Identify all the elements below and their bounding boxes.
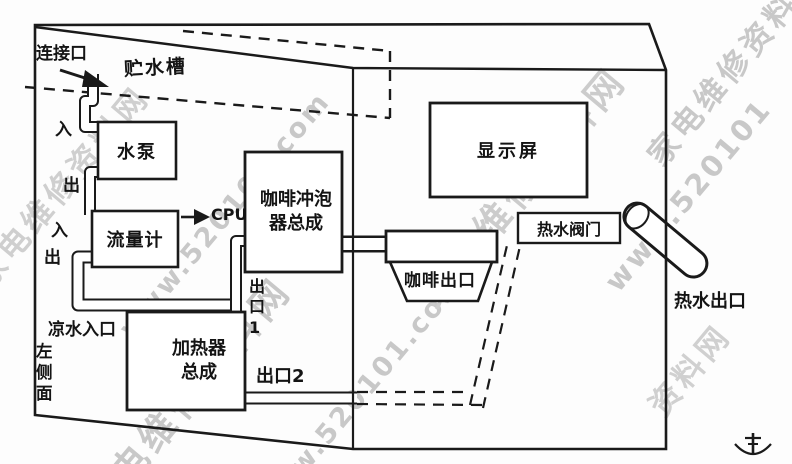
- brewer-label-line1: 咖啡冲泡: [260, 188, 332, 210]
- hot-water-outlet-label: 热水出口: [674, 291, 746, 312]
- coffee-outlet-label: 咖啡出口: [404, 271, 476, 291]
- coffee-outlet-funnel: [384, 229, 499, 303]
- display-screen-label: 显示屏: [477, 141, 540, 162]
- flow-meter-box: [90, 209, 180, 269]
- water-pump-box: [96, 120, 178, 181]
- pump-outlet-label: 出: [63, 176, 80, 196]
- display-screen-box: [428, 101, 589, 199]
- ground-symbol-icon: [734, 433, 772, 456]
- brewer-box: [243, 150, 344, 274]
- cold-water-inlet-label: 凉水入口: [48, 320, 116, 340]
- meter-inlet-label: 入: [51, 221, 68, 241]
- pipe-tank-to-pump: [79, 74, 101, 133]
- hot-water-valve-box: [516, 211, 622, 245]
- outlet2-label: 出口2: [256, 366, 305, 387]
- cpu-arrow-icon: [181, 209, 210, 225]
- cpu-label: CPU: [211, 205, 248, 224]
- brewer-label-line2: 器总成: [269, 213, 323, 234]
- water-tank-label: 贮水槽: [123, 55, 188, 81]
- hidden-pipe-dashed: [356, 240, 522, 409]
- cabinet-outline: [33, 22, 668, 451]
- heater-label-line1: 加热器: [172, 337, 226, 359]
- brewer-label: 咖啡冲泡 器总成: [253, 152, 339, 272]
- left-side-face-label: 左侧面: [36, 342, 53, 404]
- flow-meter-label: 流量计: [106, 230, 164, 251]
- heater-label-line2: 总成: [181, 362, 217, 383]
- outlet1-label: 出口1: [249, 277, 266, 337]
- hot-water-valve-label: 热水阀门: [536, 220, 601, 239]
- pump-inlet-label: 入: [55, 120, 72, 140]
- water-tank-dashed-outline: [24, 29, 392, 120]
- heater-box: [125, 310, 247, 412]
- connector-label: 连接口: [36, 44, 87, 64]
- water-pump-label: 水泵: [117, 141, 157, 163]
- connector-arrow-icon: [59, 68, 109, 87]
- heater-label: 加热器 总成: [153, 312, 245, 410]
- meter-outlet-label: 出: [44, 248, 61, 268]
- pipe-meter-to-heater: [71, 250, 242, 312]
